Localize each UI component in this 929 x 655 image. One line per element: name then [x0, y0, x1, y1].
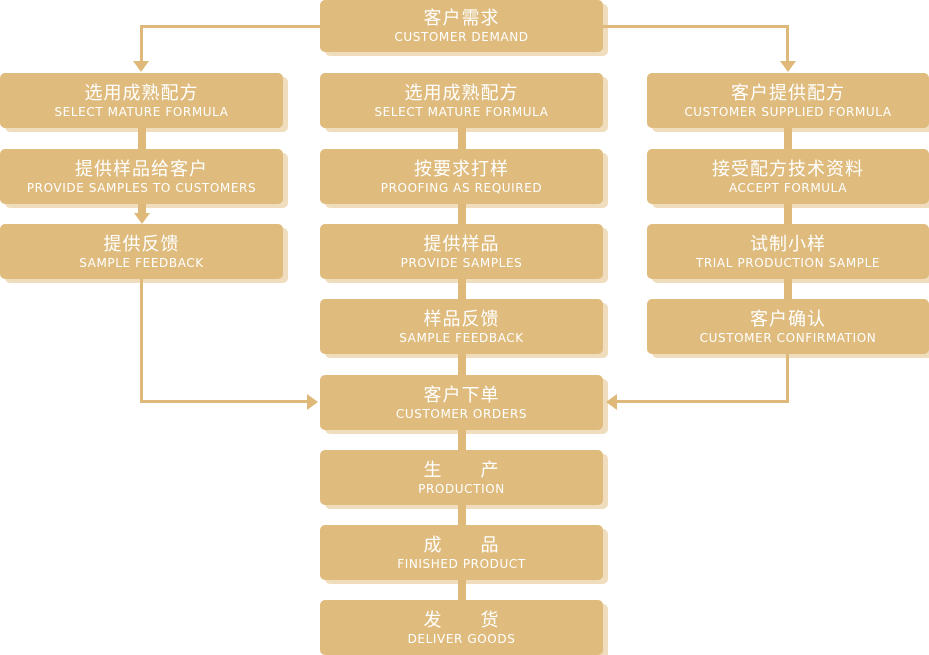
connector-mid-3-4 [458, 279, 466, 299]
node-label-zh: 提供反馈 [103, 233, 180, 255]
node-label-zh: 按要求打样 [414, 158, 509, 180]
flow-node-sample-feedback-left: 提供反馈 SAMPLE FEEDBACK [0, 224, 283, 279]
flow-node-customer-orders: 客户下单 CUSTOMER ORDERS [320, 375, 603, 430]
connector-mid-1-2 [458, 128, 466, 149]
node-label-zh: 客户确认 [750, 308, 826, 330]
flow-node-accept-formula: 接受配方技术资料 ACCEPT FORMULA [647, 149, 929, 204]
node-label-en: FINISHED PRODUCT [397, 556, 526, 571]
connector-mid-2-3 [458, 204, 466, 224]
node-label-zh: 提供样品 [423, 233, 500, 255]
node-label-en: CUSTOMER ORDERS [395, 406, 528, 421]
flow-node-provide-samples-to-customers: 提供样品给客户 PROVIDE SAMPLES TO CUSTOMERS [0, 149, 283, 204]
node-label-zh: 客户提供配方 [731, 82, 845, 104]
flow-node-customer-supplied-formula: 客户提供配方 CUSTOMER SUPPLIED FORMULA [647, 73, 929, 128]
flow-node-production: 生 产 PRODUCTION [320, 450, 603, 505]
node-label-zh: 试制小样 [750, 233, 826, 255]
node-label-en: ACCEPT FORMULA [728, 180, 848, 195]
node-label-en: CUSTOMER SUPPLIED FORMULA [684, 104, 892, 119]
connector-right-to-orders-horizontal [617, 400, 789, 403]
node-label-zh: 选用成熟配方 [404, 82, 519, 104]
node-label-en: CUSTOMER CONFIRMATION [699, 330, 877, 345]
flow-node-sample-feedback-mid: 样品反馈 SAMPLE FEEDBACK [320, 299, 603, 354]
node-label-zh: 接受配方技术资料 [712, 158, 864, 180]
node-label-en: PROVIDE SAMPLES [400, 255, 523, 270]
node-label-en: CUSTOMER DEMAND [394, 30, 529, 44]
connector-mid-4-5 [458, 354, 466, 375]
node-label-zh: 发 货 [423, 609, 500, 631]
arrowhead-down-right-branch-icon [780, 61, 796, 72]
arrowhead-left-into-orders-icon [606, 394, 617, 410]
flow-node-proofing-as-required: 按要求打样 PROOFING AS REQUIRED [320, 149, 603, 204]
connector-left-to-orders-horizontal [140, 400, 307, 403]
node-label-zh: 客户需求 [423, 8, 500, 29]
node-label-en: PROVIDE SAMPLES TO CUSTOMERS [26, 180, 257, 195]
flow-node-finished-product: 成 品 FINISHED PRODUCT [320, 525, 603, 580]
node-label-zh: 样品反馈 [423, 308, 500, 330]
arrowhead-down-left-2-3-icon [134, 213, 150, 224]
connector-orders-production [458, 430, 466, 450]
flow-node-customer-confirmation: 客户确认 CUSTOMER CONFIRMATION [647, 299, 929, 354]
node-label-en: SELECT MATURE FORMULA [54, 104, 229, 119]
node-label-en: DELIVER GOODS [407, 631, 516, 646]
connector-left-1-2 [138, 128, 146, 149]
connector-right-2-3 [784, 204, 792, 224]
flow-node-trial-production-sample: 试制小样 TRIAL PRODUCTION SAMPLE [647, 224, 929, 279]
node-label-zh: 选用成熟配方 [84, 82, 199, 104]
node-label-en: PRODUCTION [418, 481, 505, 496]
arrowhead-down-left-branch-icon [133, 61, 149, 72]
connector-demand-to-left-horizontal [141, 25, 320, 28]
connector-production-finished [458, 505, 466, 525]
connector-right-1-2 [784, 128, 792, 149]
flow-node-select-mature-formula-left: 选用成熟配方 SELECT MATURE FORMULA [0, 73, 283, 128]
node-label-en: SAMPLE FEEDBACK [399, 330, 524, 345]
node-label-en: PROOFING AS REQUIRED [380, 180, 543, 195]
arrowhead-right-into-orders-icon [307, 394, 318, 410]
connector-right-to-orders-vertical [786, 354, 789, 402]
flow-node-deliver-goods: 发 货 DELIVER GOODS [320, 600, 603, 655]
flow-node-select-mature-formula-mid: 选用成熟配方 SELECT MATURE FORMULA [320, 73, 603, 128]
node-label-zh: 成 品 [423, 534, 500, 556]
flow-node-customer-demand: 客户需求 CUSTOMER DEMAND [320, 0, 603, 52]
flow-node-provide-samples: 提供样品 PROVIDE SAMPLES [320, 224, 603, 279]
node-label-en: SAMPLE FEEDBACK [79, 255, 204, 270]
node-label-zh: 提供样品给客户 [75, 158, 208, 180]
connector-demand-to-right-vertical [786, 25, 789, 61]
node-label-zh: 客户下单 [423, 384, 500, 406]
node-label-zh: 生 产 [423, 459, 500, 481]
connector-right-3-4 [784, 279, 792, 299]
connector-demand-to-right-horizontal [603, 25, 788, 28]
connector-finished-deliver [458, 580, 466, 600]
node-label-en: SELECT MATURE FORMULA [374, 104, 549, 119]
connector-demand-to-left-vertical [140, 25, 143, 61]
connector-left-to-orders-vertical [140, 279, 143, 402]
node-label-en: TRIAL PRODUCTION SAMPLE [695, 255, 881, 270]
connector-left-2-3-stem [138, 204, 146, 213]
